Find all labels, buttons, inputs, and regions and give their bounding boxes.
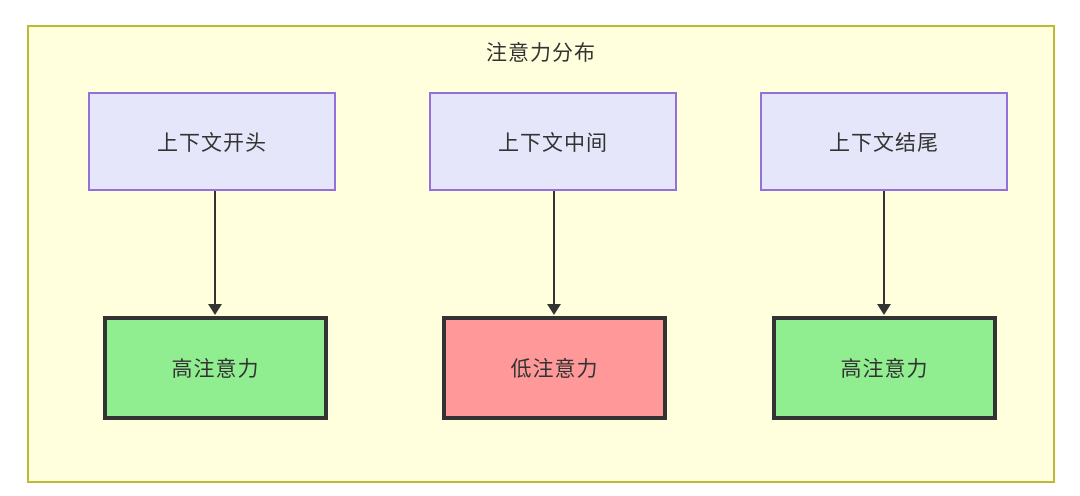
- node-low-attention-middle-label: 低注意力: [510, 358, 599, 381]
- node-low-attention-middle[interactable]: 低注意力: [442, 316, 667, 420]
- node-high-attention-start-label: 高注意力: [171, 358, 260, 381]
- node-context-end[interactable]: 上下文结尾: [760, 92, 1008, 191]
- node-high-attention-start[interactable]: 高注意力: [103, 316, 328, 420]
- node-context-middle[interactable]: 上下文中间: [429, 92, 677, 191]
- node-high-attention-end-label: 高注意力: [840, 358, 929, 381]
- subgraph-title: 注意力分布: [486, 42, 596, 65]
- node-context-end-label: 上下文结尾: [829, 131, 939, 155]
- node-high-attention-end[interactable]: 高注意力: [772, 316, 997, 420]
- node-context-start-label: 上下文开头: [157, 131, 267, 155]
- node-context-middle-label: 上下文中间: [498, 131, 608, 155]
- node-context-start[interactable]: 上下文开头: [88, 92, 336, 191]
